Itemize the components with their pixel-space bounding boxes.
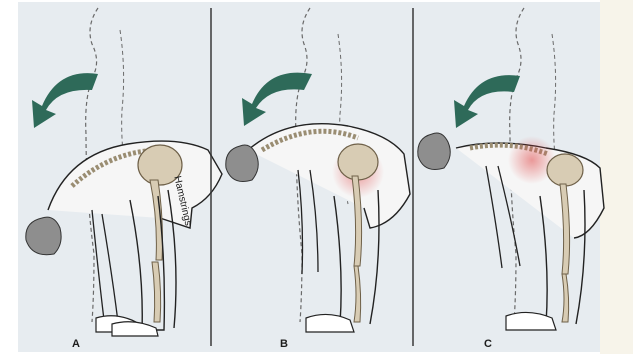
- panel-divider: [412, 8, 414, 346]
- panel-divider: [210, 8, 212, 346]
- panel-label-c: C: [484, 338, 492, 350]
- panel-label-b: B: [280, 338, 288, 350]
- panel-label-a: A: [72, 338, 80, 350]
